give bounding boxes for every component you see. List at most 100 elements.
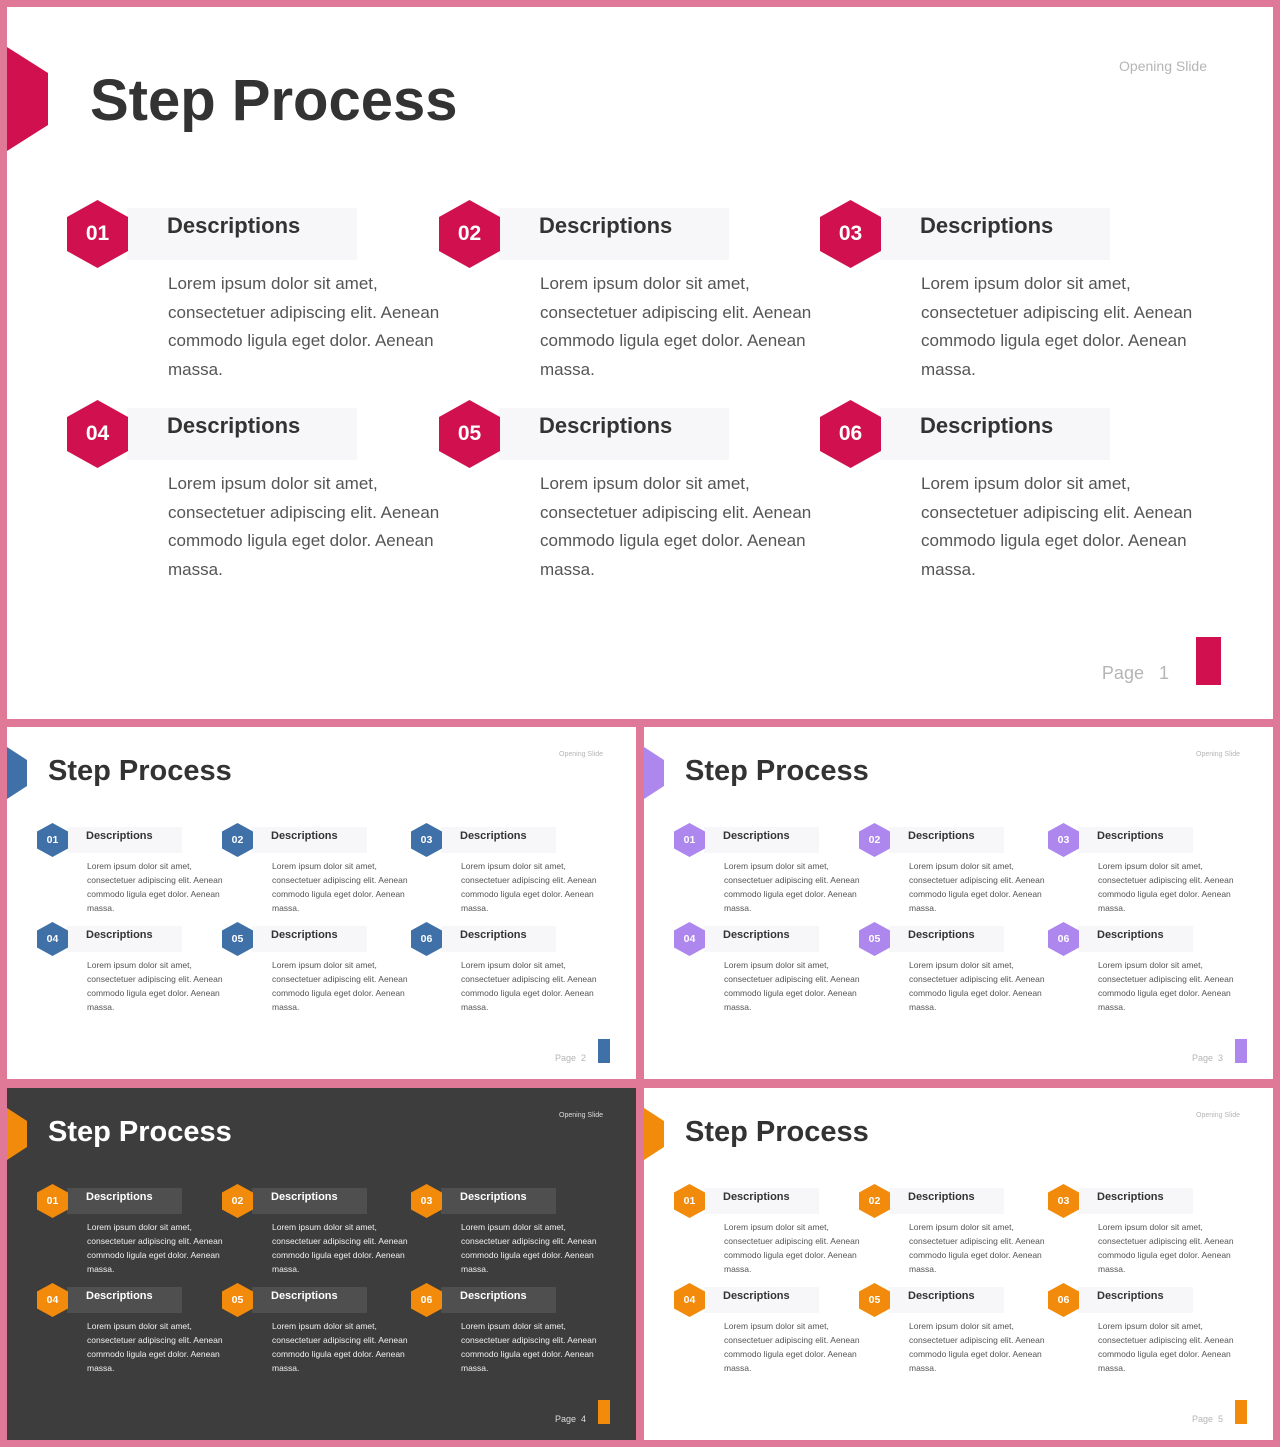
step-description: Lorem ipsum dolor sit amet, consectetuer… bbox=[272, 861, 408, 913]
step-description: Lorem ipsum dolor sit amet, consectetuer… bbox=[87, 1321, 223, 1373]
step-title: Descriptions bbox=[460, 830, 527, 842]
step-number-hexagon: 06 bbox=[1048, 922, 1079, 956]
description-header-box bbox=[499, 408, 729, 460]
slide-3[interactable]: Step Process Opening Slide Descriptions … bbox=[644, 727, 1273, 1079]
description-header-box bbox=[252, 926, 367, 952]
step-item: Descriptions 06 Lorem ipsum dolor sit am… bbox=[411, 1283, 601, 1379]
step-title: Descriptions bbox=[723, 929, 790, 941]
step-number-hexagon: 02 bbox=[222, 823, 253, 857]
step-item: Descriptions 02 Lorem ipsum dolor sit am… bbox=[439, 200, 819, 390]
step-description: Lorem ipsum dolor sit amet, consectetuer… bbox=[87, 861, 223, 913]
step-title: Descriptions bbox=[271, 1290, 338, 1302]
step-title: Descriptions bbox=[460, 1191, 527, 1203]
step-number-hexagon: 06 bbox=[411, 922, 442, 956]
step-description: Lorem ipsum dolor sit amet, consectetuer… bbox=[921, 474, 1193, 579]
description-header-box bbox=[67, 1188, 182, 1214]
step-title: Descriptions bbox=[920, 213, 1054, 238]
page-number: Page 4 bbox=[554, 1414, 586, 1424]
step-title: Descriptions bbox=[539, 413, 673, 438]
step-number-hexagon: 04 bbox=[37, 1283, 68, 1317]
description-header-box bbox=[1078, 827, 1193, 853]
step-number-hexagon: 03 bbox=[1048, 823, 1079, 857]
step-item: Descriptions 03 Lorem ipsum dolor sit am… bbox=[1048, 823, 1238, 919]
step-description: Lorem ipsum dolor sit amet, consectetuer… bbox=[272, 1222, 408, 1274]
step-description: Lorem ipsum dolor sit amet, consectetuer… bbox=[168, 474, 440, 579]
description-header-box bbox=[127, 208, 357, 260]
step-item: Descriptions 02 Lorem ipsum dolor sit am… bbox=[859, 823, 1049, 919]
description-header-box bbox=[880, 408, 1110, 460]
step-title: Descriptions bbox=[1097, 929, 1164, 941]
step-description: Lorem ipsum dolor sit amet, consectetuer… bbox=[461, 1321, 597, 1373]
step-item: Descriptions 04 Lorem ipsum dolor sit am… bbox=[67, 400, 447, 590]
corner-hexagon-accent bbox=[7, 47, 48, 151]
step-item: Descriptions 05 Lorem ipsum dolor sit am… bbox=[859, 922, 1049, 1018]
description-header-box bbox=[1078, 1188, 1193, 1214]
step-description: Lorem ipsum dolor sit amet, consectetuer… bbox=[724, 1222, 860, 1274]
step-item: Descriptions 04 Lorem ipsum dolor sit am… bbox=[37, 1283, 227, 1379]
step-item: Descriptions 04 Lorem ipsum dolor sit am… bbox=[674, 1283, 864, 1379]
step-item: Descriptions 02 Lorem ipsum dolor sit am… bbox=[222, 823, 412, 919]
slide-title: Step Process bbox=[48, 1116, 232, 1148]
slide-label: Opening Slide bbox=[1196, 751, 1240, 758]
step-number-hexagon: 05 bbox=[222, 922, 253, 956]
slide-2[interactable]: Step Process Opening Slide Descriptions … bbox=[7, 727, 636, 1079]
corner-hexagon-accent bbox=[644, 747, 664, 799]
step-title: Descriptions bbox=[908, 929, 975, 941]
step-item: Descriptions 02 Lorem ipsum dolor sit am… bbox=[222, 1184, 412, 1280]
step-item: Descriptions 05 Lorem ipsum dolor sit am… bbox=[859, 1283, 1049, 1379]
step-item: Descriptions 06 Lorem ipsum dolor sit am… bbox=[411, 922, 601, 1018]
step-title: Descriptions bbox=[271, 830, 338, 842]
description-header-box bbox=[499, 208, 729, 260]
step-number-hexagon: 01 bbox=[674, 1184, 705, 1218]
slide-title: Step Process bbox=[48, 755, 232, 787]
step-item: Descriptions 06 Lorem ipsum dolor sit am… bbox=[820, 400, 1200, 590]
description-header-box bbox=[889, 1287, 1004, 1313]
step-item: Descriptions 03 Lorem ipsum dolor sit am… bbox=[411, 1184, 601, 1280]
step-title: Descriptions bbox=[167, 413, 301, 438]
description-header-box bbox=[889, 1188, 1004, 1214]
step-description: Lorem ipsum dolor sit amet, consectetuer… bbox=[272, 960, 408, 1012]
step-description: Lorem ipsum dolor sit amet, consectetuer… bbox=[461, 1222, 597, 1274]
slide-1[interactable]: Step Process Opening Slide Descriptions … bbox=[7, 7, 1273, 719]
step-description: Lorem ipsum dolor sit amet, consectetuer… bbox=[909, 861, 1045, 913]
step-number-hexagon: 03 bbox=[1048, 1184, 1079, 1218]
step-number-hexagon: 05 bbox=[859, 1283, 890, 1317]
page-accent-bar bbox=[1235, 1039, 1247, 1063]
description-header-box bbox=[880, 208, 1110, 260]
step-item: Descriptions 01 Lorem ipsum dolor sit am… bbox=[67, 200, 447, 390]
step-description: Lorem ipsum dolor sit amet, consectetuer… bbox=[724, 1321, 860, 1373]
step-title: Descriptions bbox=[460, 929, 527, 941]
step-title: Descriptions bbox=[723, 1290, 790, 1302]
step-item: Descriptions 05 Lorem ipsum dolor sit am… bbox=[222, 922, 412, 1018]
step-description: Lorem ipsum dolor sit amet, consectetuer… bbox=[1098, 861, 1234, 913]
step-description: Lorem ipsum dolor sit amet, consectetuer… bbox=[909, 1321, 1045, 1373]
corner-hexagon-accent bbox=[7, 747, 27, 799]
slide-4[interactable]: Step Process Opening Slide Descriptions … bbox=[7, 1088, 636, 1440]
step-number-hexagon: 04 bbox=[67, 400, 128, 468]
step-number-hexagon: 01 bbox=[67, 200, 128, 268]
step-title: Descriptions bbox=[908, 1191, 975, 1203]
description-header-box bbox=[1078, 926, 1193, 952]
step-item: Descriptions 03 Lorem ipsum dolor sit am… bbox=[411, 823, 601, 919]
step-title: Descriptions bbox=[271, 929, 338, 941]
step-title: Descriptions bbox=[908, 830, 975, 842]
step-item: Descriptions 04 Lorem ipsum dolor sit am… bbox=[37, 922, 227, 1018]
description-header-box bbox=[441, 1287, 556, 1313]
description-header-box bbox=[252, 827, 367, 853]
step-title: Descriptions bbox=[1097, 1290, 1164, 1302]
step-description: Lorem ipsum dolor sit amet, consectetuer… bbox=[909, 960, 1045, 1012]
description-header-box bbox=[704, 827, 819, 853]
step-title: Descriptions bbox=[539, 213, 673, 238]
step-description: Lorem ipsum dolor sit amet, consectetuer… bbox=[724, 960, 860, 1012]
step-title: Descriptions bbox=[920, 413, 1054, 438]
step-item: Descriptions 02 Lorem ipsum dolor sit am… bbox=[859, 1184, 1049, 1280]
step-item: Descriptions 06 Lorem ipsum dolor sit am… bbox=[1048, 922, 1238, 1018]
slide-5[interactable]: Step Process Opening Slide Descriptions … bbox=[644, 1088, 1273, 1440]
step-number-hexagon: 02 bbox=[222, 1184, 253, 1218]
step-item: Descriptions 04 Lorem ipsum dolor sit am… bbox=[674, 922, 864, 1018]
step-number-hexagon: 06 bbox=[1048, 1283, 1079, 1317]
step-title: Descriptions bbox=[86, 1191, 153, 1203]
step-number-hexagon: 01 bbox=[674, 823, 705, 857]
page-accent-bar bbox=[1235, 1400, 1247, 1424]
description-header-box bbox=[67, 827, 182, 853]
